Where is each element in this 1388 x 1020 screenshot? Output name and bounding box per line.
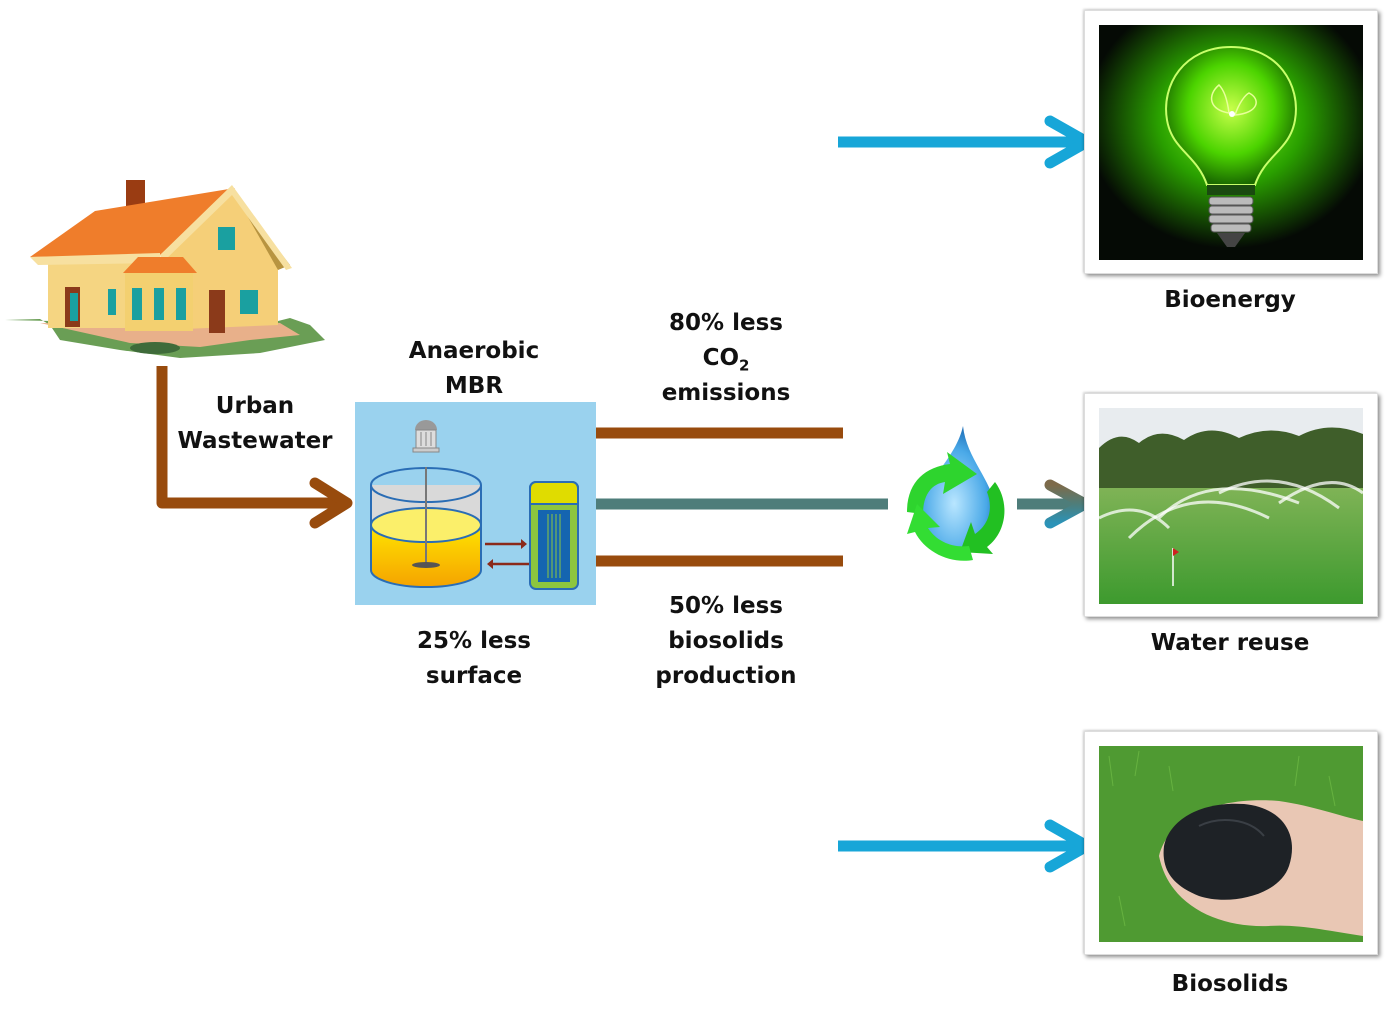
urban-wastewater-label-line2: Wastewater xyxy=(177,428,333,454)
co2-benefit-line2: CO2 xyxy=(631,341,821,376)
water-drop-recycle-icon xyxy=(907,426,1005,561)
reactor-title-line1: Anaerobic xyxy=(408,338,540,364)
co2-benefit-line3: emissions xyxy=(661,380,791,406)
hands-holding-biosolids-photo xyxy=(1099,746,1363,942)
reactor-benefit-line2: surface xyxy=(425,663,523,689)
green-lightbulb-leaf-photo xyxy=(1099,25,1363,260)
biosolids-benefit-line2: biosolids xyxy=(668,628,784,654)
urban-wastewater-label-line1: Urban xyxy=(215,393,295,419)
reactor-title-line2: MBR xyxy=(444,373,504,399)
bioenergy-image-frame xyxy=(1084,10,1378,274)
urban-wastewater-label: Urban Wastewater xyxy=(160,389,350,459)
biosolids-label: Biosolids xyxy=(1171,971,1289,997)
reactor-benefit-line1: 25% less xyxy=(417,628,531,654)
bioenergy-label: Bioenergy xyxy=(1164,287,1296,313)
co2-benefit-line1: 80% less xyxy=(669,310,783,336)
golf-course-sprinklers-photo xyxy=(1099,408,1363,604)
reactor-benefit-label: 25% less surface xyxy=(379,624,569,694)
input-flow-arrow xyxy=(156,366,353,529)
biosolids-image-frame xyxy=(1084,731,1378,955)
water-reuse-image-frame xyxy=(1084,393,1378,617)
anaerobic-mbr-reactor-icon xyxy=(355,402,596,605)
co2-text: CO xyxy=(702,345,739,371)
reactor-title: Anaerobic MBR xyxy=(379,334,569,404)
co2-subscript: 2 xyxy=(739,356,750,375)
water-reuse-label: Water reuse xyxy=(1150,630,1310,656)
biosolids-benefit-line3: production xyxy=(655,663,797,689)
biosolids-benefit-label: 50% less biosolids production xyxy=(631,589,821,694)
biosolids-benefit-line1: 50% less xyxy=(669,593,783,619)
house-icon xyxy=(5,180,325,358)
co2-benefit-label: 80% less CO2 emissions xyxy=(631,306,821,411)
